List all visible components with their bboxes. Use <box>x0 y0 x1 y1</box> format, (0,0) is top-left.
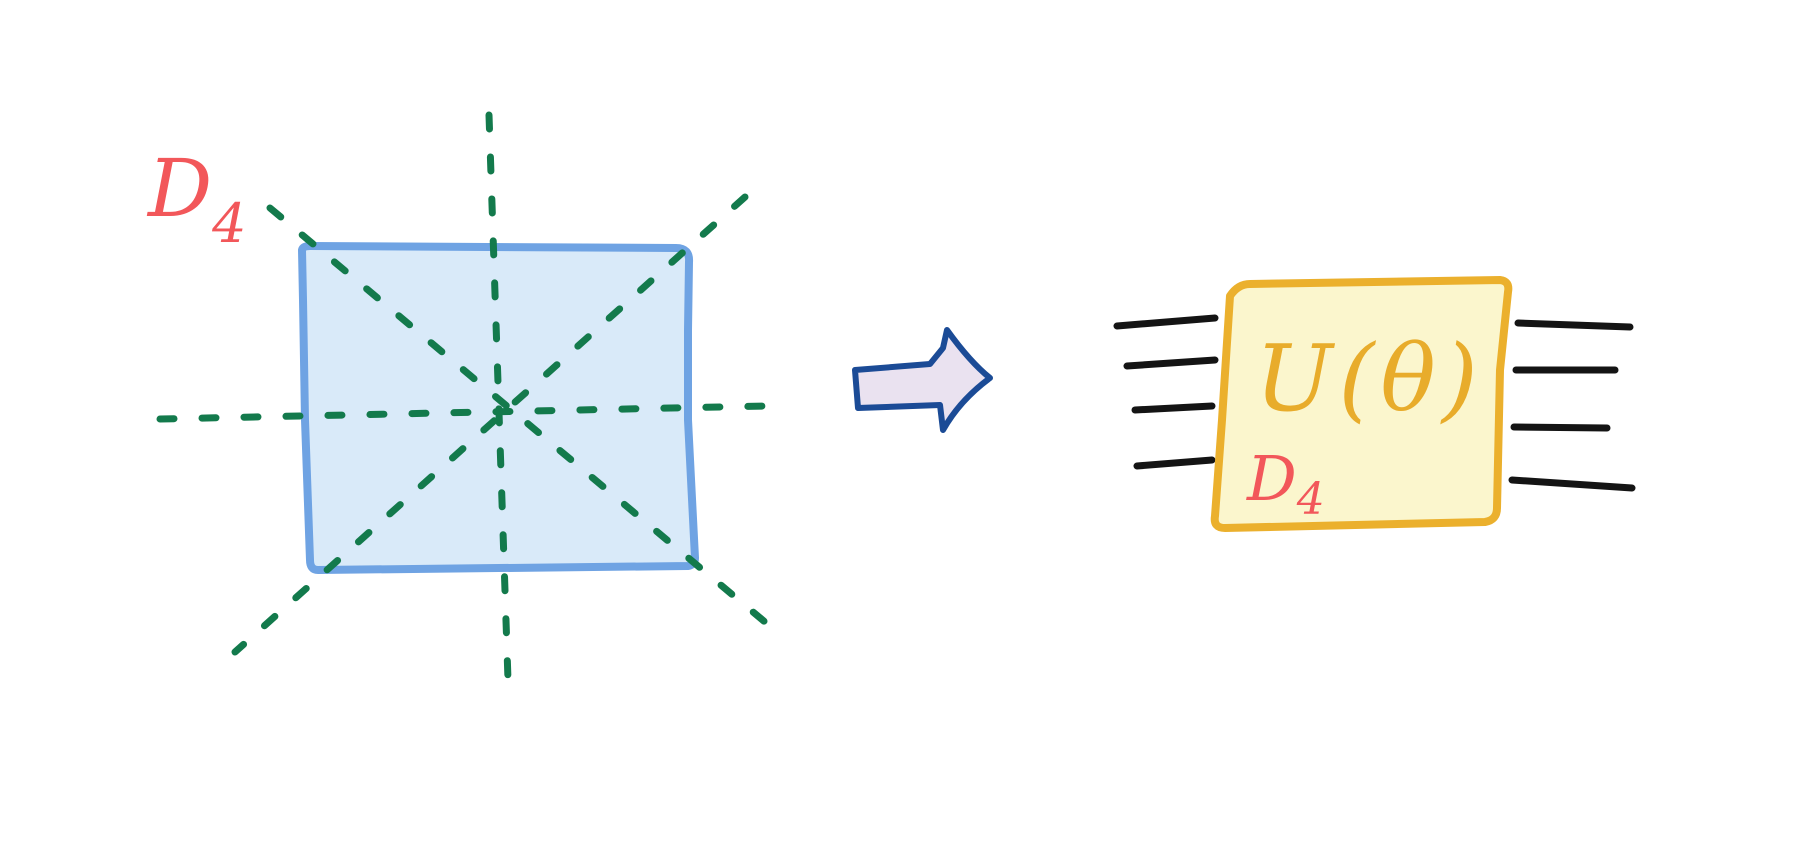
output-wire-4 <box>1508 476 1636 492</box>
output-wire-3 <box>1510 423 1611 432</box>
right-panel: U(θ) D4 <box>1113 276 1636 532</box>
output-wire-1 <box>1514 319 1634 331</box>
arrow-shape <box>852 327 993 433</box>
vertical-symmetry-axis <box>485 111 512 684</box>
input-wire-3 <box>1131 402 1216 414</box>
symmetry-axes <box>156 111 769 684</box>
group-label-left: D4 <box>146 142 247 255</box>
left-panel: D4 <box>146 111 769 684</box>
unitary-gate-box <box>1210 276 1513 532</box>
right-arrow-icon <box>852 327 993 433</box>
diagonal-symmetry-axis-2 <box>231 193 749 656</box>
circuit-wires <box>1113 314 1636 492</box>
horizontal-symmetry-axis <box>156 402 769 423</box>
gate-label: U(θ) <box>1255 325 1484 432</box>
input-wire-2 <box>1123 356 1219 370</box>
group-label-right: D4 <box>1246 442 1325 525</box>
input-wire-1 <box>1113 314 1219 330</box>
input-wire-4 <box>1133 456 1216 470</box>
